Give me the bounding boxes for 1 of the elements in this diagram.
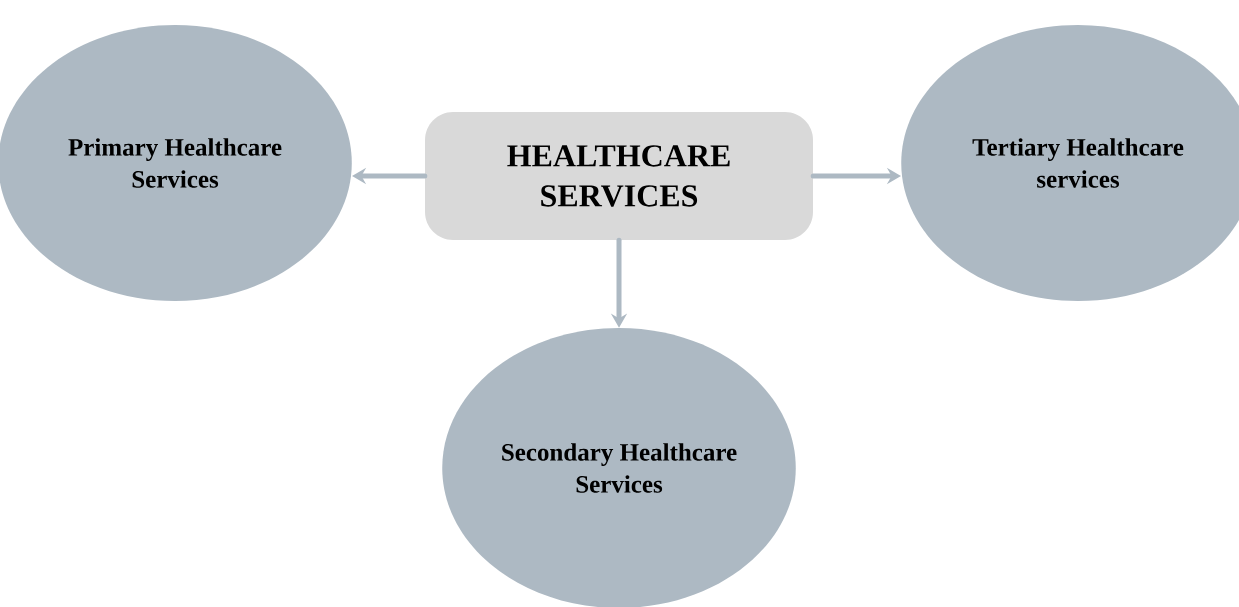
rounded-box: HEALTHCARE SERVICES <box>425 112 813 240</box>
